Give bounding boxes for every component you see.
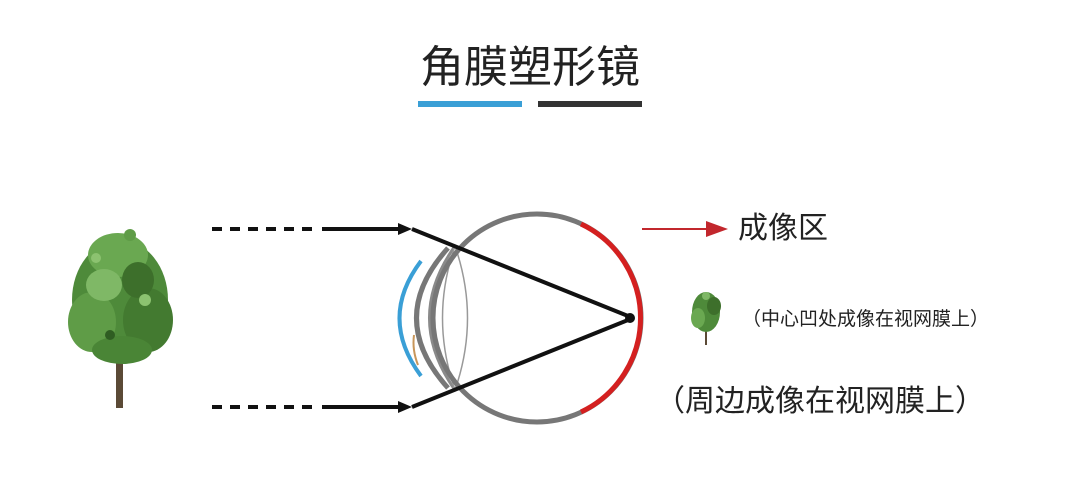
title-accent-bar-dark: [538, 101, 642, 107]
focal-point: [625, 313, 635, 323]
ray-bottom-refracted: [411, 316, 634, 409]
cornea-inner: [428, 245, 457, 391]
ray-bottom-arrowhead: [398, 401, 412, 413]
fovea-note: （中心凹处成像在视网膜上）: [742, 308, 989, 330]
page-title: 角膜塑形镜: [420, 42, 640, 93]
title-accent-bar-blue: [418, 101, 522, 107]
tree-icon: [68, 229, 173, 408]
imaging-zone-label: 成像区: [738, 211, 828, 246]
ortho-k-lens: [397, 259, 423, 378]
red-arrow-icon: [706, 221, 728, 237]
cornea-outer: [414, 246, 450, 390]
peripheral-note: （周边成像在视网膜上）: [655, 384, 985, 419]
small-tree-icon: [691, 292, 721, 345]
retina-imaging-zone: [579, 221, 644, 415]
ray-top-arrowhead: [398, 223, 412, 235]
ray-top-refracted: [411, 227, 634, 320]
cornea-tint: [412, 334, 419, 366]
